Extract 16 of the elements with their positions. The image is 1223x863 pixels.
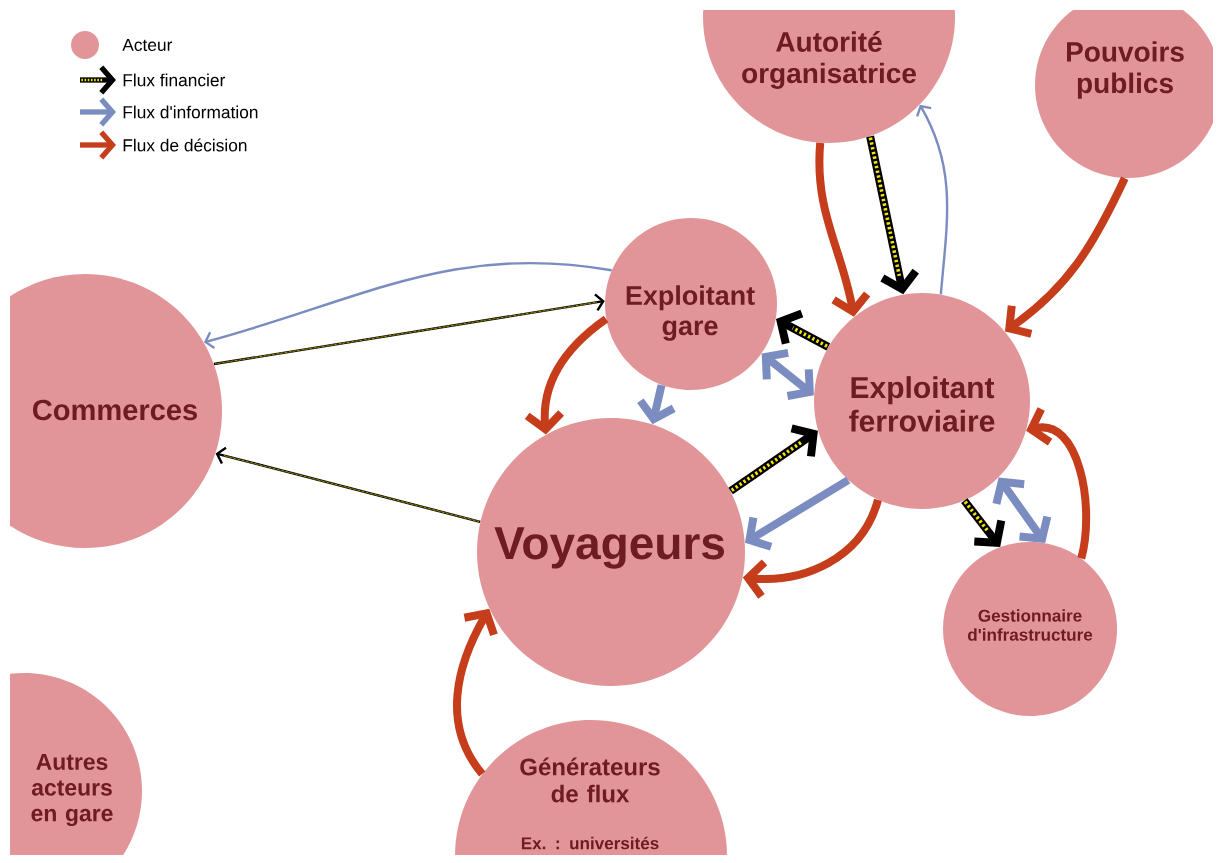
- arrow: [203, 261, 612, 349]
- arrow: [1026, 407, 1091, 560]
- arrow: [213, 293, 605, 366]
- arrow: [744, 476, 851, 551]
- arrow: [866, 135, 919, 295]
- arrow: [916, 104, 949, 295]
- arrow: [742, 498, 882, 599]
- arrow: [453, 608, 498, 777]
- legend-text: Acteur: [122, 38, 173, 52]
- legend-text: Flux financier: [123, 73, 225, 87]
- arrow: [524, 315, 609, 435]
- arrow: [1004, 176, 1129, 338]
- legend-text: Flux de décision: [123, 138, 247, 152]
- legend-text: Flux d'information: [123, 105, 258, 119]
- arrow: [215, 446, 481, 523]
- arrow: [728, 424, 818, 495]
